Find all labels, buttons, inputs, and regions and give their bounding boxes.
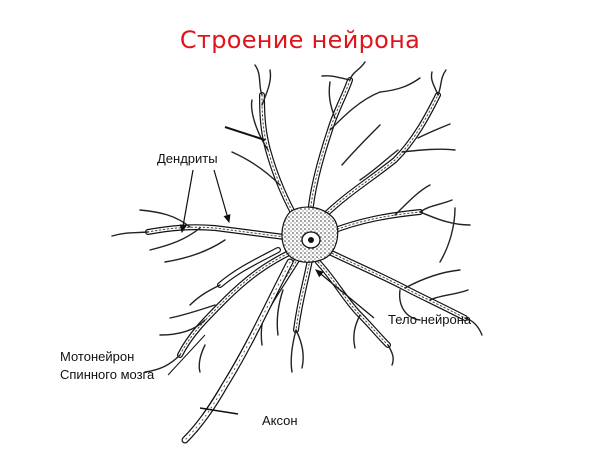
label-motoneuron-line1: Мотонейрон [60,349,135,364]
label-dendrites: Дендриты [157,151,218,166]
dendrite-branches [111,61,483,373]
label-cell-body: Тело нейрона [388,312,472,327]
nucleolus [308,237,314,243]
slide-title: Строение нейрона [179,26,421,54]
label-motoneuron-line2: Спинного мозга [60,367,155,382]
cell-body [281,206,339,263]
label-axon: Аксон [262,413,298,428]
axon [181,258,294,444]
pointer-lines [167,126,375,415]
